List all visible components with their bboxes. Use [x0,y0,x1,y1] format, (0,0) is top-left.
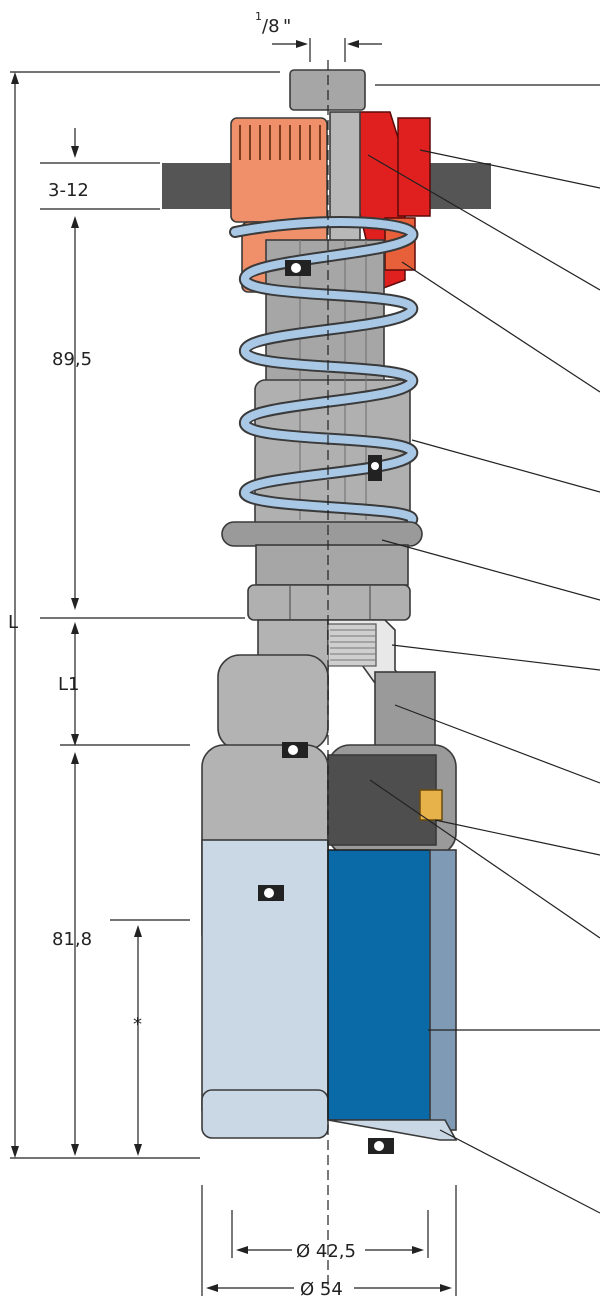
spring-length-label: 89,5 [52,349,92,370]
logo-mark-1 [285,260,311,276]
dimension-adjustable: * [110,919,190,1156]
top-gap-whole: 1 [255,10,262,23]
lower-body [201,744,458,1141]
seal-ring [327,754,437,846]
dimension-top-gap: 1 /8 " [255,10,382,62]
dimension-outer-diameter: Ø 54 [201,1185,457,1300]
dimension-spring-length: 89,5 [40,216,245,619]
dimension-inner-diameter: Ø 42,5 [231,1210,429,1262]
dimension-l1: L1 [58,622,190,746]
dimension-plate-thickness: 3-12 [40,128,160,210]
outer-sleeve [429,849,457,1131]
logo-mark-5 [368,1138,394,1154]
outer-diameter-label: Ø 54 [300,1279,343,1300]
leader-lines [367,84,600,1214]
middle-body [217,619,436,753]
dimension-overall-length: L [8,71,280,1159]
brass-valve [419,789,443,821]
plate-thickness-label: 3-12 [48,180,89,201]
top-gap-unit: " [283,16,291,37]
inner-cup [327,849,446,1121]
spring-highlight [231,218,417,524]
dimension-bottom-length: 81,8 [52,752,92,1156]
overall-length-label: L [8,612,18,633]
inner-diameter-label: Ø 42,5 [296,1241,356,1262]
bottom-length-label: 81,8 [52,929,92,950]
logo-mark-3 [282,742,308,758]
logo-mark-4 [258,885,284,901]
top-gap-fraction: /8 [262,16,280,37]
hex-nut [247,544,411,621]
logo-mark-2 [368,455,382,481]
l1-label: L1 [58,674,79,695]
adjustable-mark: * [133,1014,142,1035]
